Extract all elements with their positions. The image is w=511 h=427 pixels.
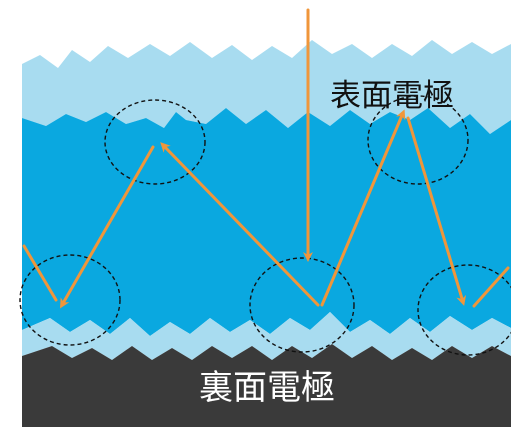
reflected-ray-bottom-middle-to-top-right <box>320 109 406 307</box>
front-electrode-layer <box>22 40 511 134</box>
scatter-circle-bottom-left <box>19 254 121 346</box>
incoming-ray-left-edge <box>22 244 58 302</box>
reflected-ray-bottom-middle-to-top-left <box>160 142 320 307</box>
back-electrode-layer <box>22 344 511 427</box>
outgoing-ray-right-edge <box>472 266 510 308</box>
reflected-ray-top-left-to-bottom-left <box>60 145 155 309</box>
back-electrode-label: 裏面電極 <box>199 368 335 408</box>
reflected-ray-top-right-to-bottom-right <box>406 116 467 306</box>
front-electrode-label: 表面電極 <box>330 78 454 114</box>
scatter-circle-bottom-right <box>417 264 511 356</box>
scatter-circle-bottom-middle <box>249 257 355 353</box>
back-buffer-layer <box>22 312 511 360</box>
scatter-circle-top-left <box>104 99 206 185</box>
scatter-circle-top-right <box>367 95 469 185</box>
